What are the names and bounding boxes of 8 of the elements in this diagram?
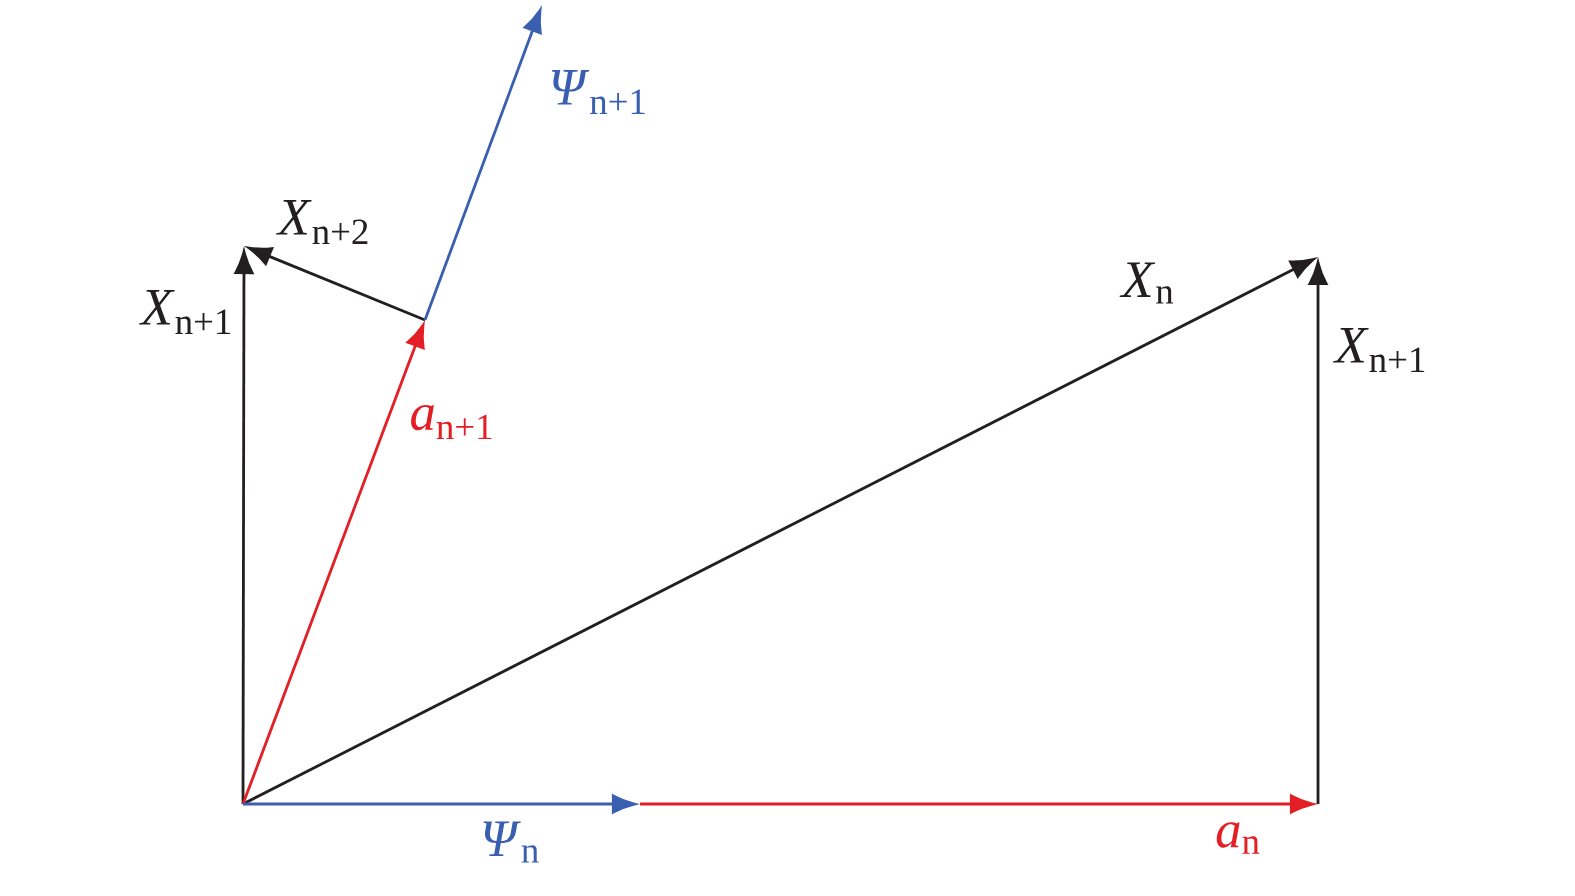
vector-label: X$_{n+1}$ [139, 290, 231, 334]
vector-label: Ψ$_{n+1}$ [551, 70, 645, 114]
vector-label: a$_{n}$ [1216, 822, 1260, 854]
vector-label: a$_{n+1}$ [411, 404, 492, 440]
vector-label: X$_{n}$ [1119, 262, 1174, 304]
vector-label: X$_{n+1}$ [1333, 328, 1425, 372]
vector-label: X$_{n+2}$ [276, 200, 368, 244]
vector-label: Ψ$_{n}$ [483, 821, 539, 863]
